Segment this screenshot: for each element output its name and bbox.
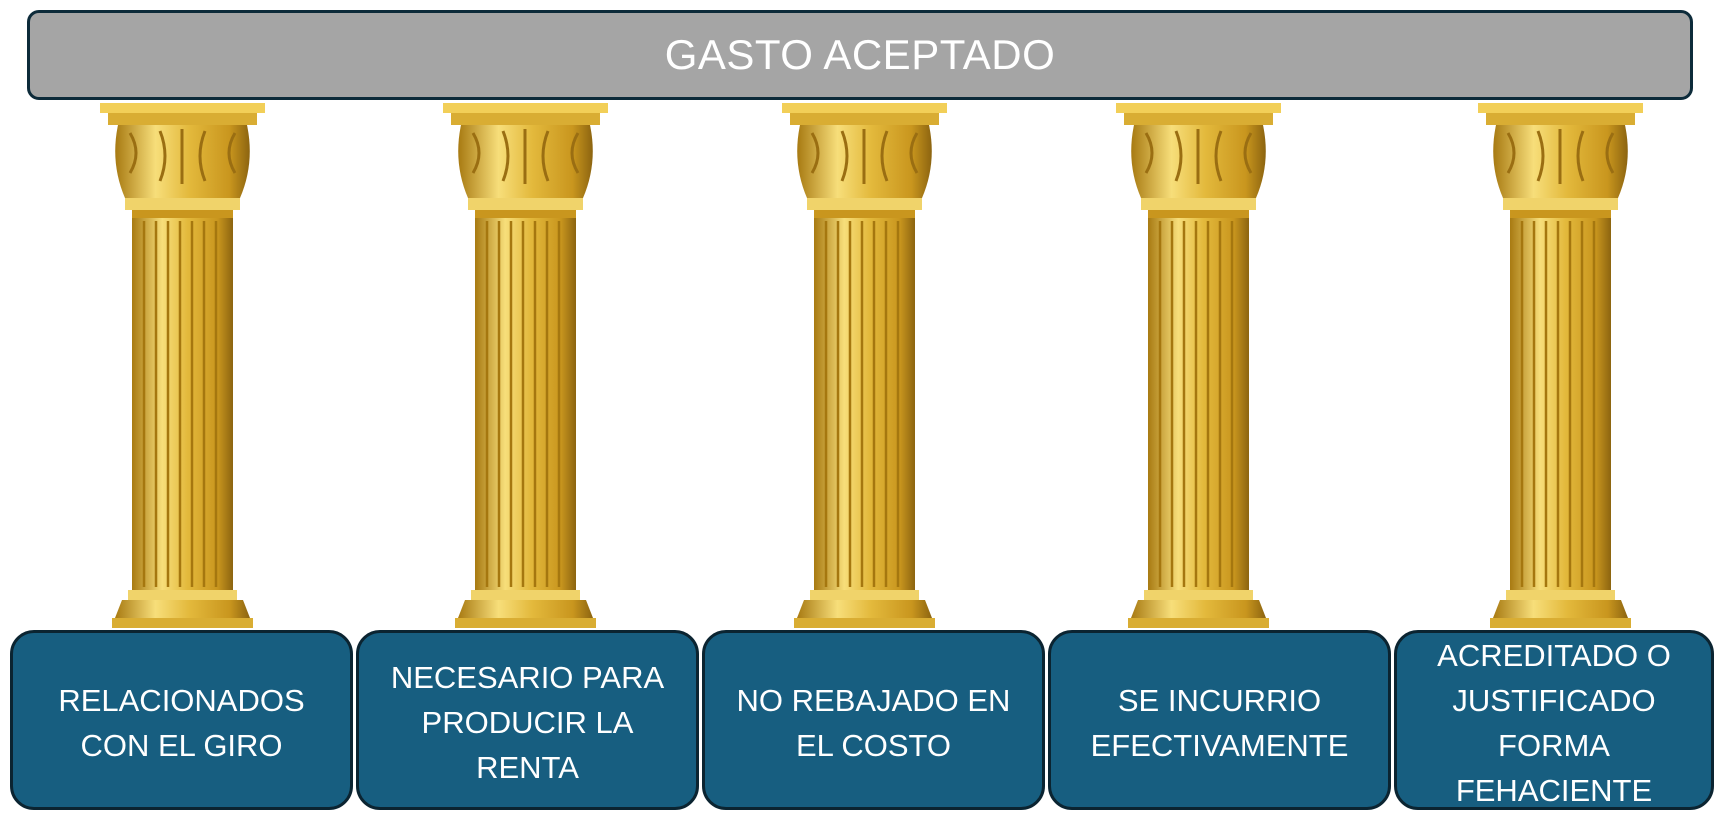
corinthian-column-icon	[782, 103, 947, 628]
header-title: GASTO ACEPTADO	[664, 31, 1056, 78]
pillar-label: SE INCURRIO EFECTIVAMENTE	[1090, 683, 1349, 763]
corinthian-column-icon	[100, 103, 265, 628]
pillar-label: ACREDITADO O JUSTIFICADO FORMA FEHACIENT…	[1437, 638, 1671, 808]
pillar-label-box: RELACIONADOS CON EL GIRO	[10, 630, 353, 810]
pillar-label-box: SE INCURRIO EFECTIVAMENTE	[1048, 630, 1391, 810]
pillar-label-box: ACREDITADO O JUSTIFICADO FORMA FEHACIENT…	[1394, 630, 1714, 810]
pillar-label: NECESARIO PARA PRODUCIR LA RENTA	[390, 660, 665, 785]
pillar-label: NO REBAJADO EN EL COSTO	[736, 683, 1011, 763]
pillar-label-box: NECESARIO PARA PRODUCIR LA RENTA	[356, 630, 699, 810]
pillar-label: RELACIONADOS CON EL GIRO	[58, 683, 305, 763]
corinthian-column-icon	[1116, 103, 1281, 628]
pillar-label-box: NO REBAJADO EN EL COSTO	[702, 630, 1045, 810]
corinthian-column-icon	[1478, 103, 1643, 628]
corinthian-column-icon	[443, 103, 608, 628]
header-banner: GASTO ACEPTADO	[27, 10, 1693, 100]
